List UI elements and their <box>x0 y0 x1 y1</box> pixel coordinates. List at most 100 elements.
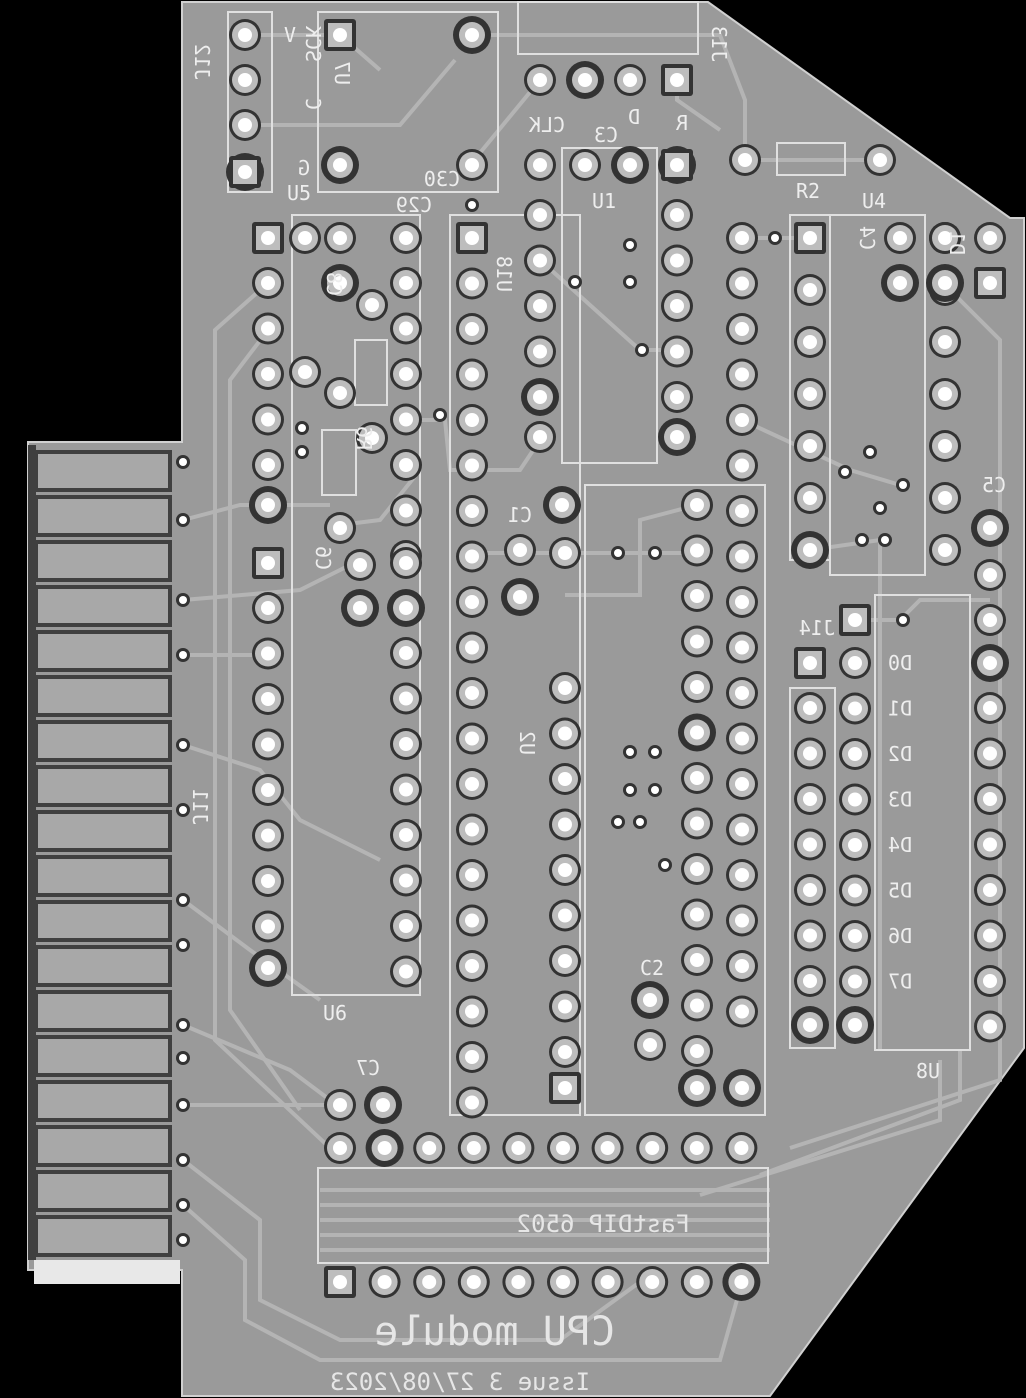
square-pad <box>252 222 284 254</box>
via <box>623 745 637 759</box>
round-pad <box>794 919 826 952</box>
round-pad <box>390 773 422 806</box>
round-pad <box>722 1263 761 1301</box>
trace <box>181 898 322 1002</box>
label-u18: U18 <box>492 256 516 292</box>
label-j13: J13 <box>707 26 731 62</box>
via <box>658 858 672 872</box>
label-c2: C2 <box>640 956 664 980</box>
edge-finger <box>34 945 172 987</box>
round-pad <box>680 1132 713 1164</box>
label-c5: C5 <box>982 473 1006 497</box>
trace <box>181 1203 744 1362</box>
round-pad <box>364 1086 402 1124</box>
round-pad <box>356 289 388 321</box>
board-issue: Issue 3 27/08/2023 <box>330 1368 590 1396</box>
resistor-r2-body <box>776 142 846 176</box>
footprint-outline <box>317 11 499 193</box>
via <box>648 783 662 797</box>
label-d1: D1 <box>945 231 969 255</box>
label-sck: SCK <box>301 26 325 62</box>
round-pad <box>390 222 422 254</box>
footprint-outline <box>354 339 388 406</box>
round-pad <box>456 358 488 391</box>
round-pad <box>390 547 422 579</box>
round-pad <box>884 222 916 254</box>
round-pad <box>501 578 539 616</box>
round-pad <box>591 1132 624 1164</box>
round-pad <box>836 1006 874 1044</box>
round-pad <box>726 904 758 937</box>
round-pad <box>524 335 556 368</box>
round-pad <box>547 1132 579 1164</box>
round-pad <box>839 783 871 816</box>
via <box>176 738 190 752</box>
round-pad <box>456 267 488 300</box>
round-pad <box>390 358 422 390</box>
round-pad <box>390 267 422 299</box>
round-pad <box>974 692 1006 724</box>
round-pad <box>252 637 284 670</box>
round-pad <box>661 381 693 413</box>
connector-strip <box>28 445 36 1260</box>
via <box>176 593 190 607</box>
label-c4: C4 <box>855 226 879 250</box>
round-pad <box>456 404 488 436</box>
round-pad <box>252 592 284 624</box>
round-pad <box>229 109 261 141</box>
round-pad <box>681 580 713 612</box>
round-pad <box>929 534 961 566</box>
round-pad <box>456 859 488 891</box>
round-pad <box>252 683 284 715</box>
label-j12: J12 <box>190 44 214 80</box>
round-pad <box>502 1132 535 1164</box>
round-pad <box>794 378 826 410</box>
footprint-outline <box>829 214 926 576</box>
trace <box>181 1158 642 1342</box>
edge-finger <box>34 1035 172 1077</box>
round-pad <box>521 378 559 416</box>
round-pad <box>726 631 758 664</box>
label-c1: C1 <box>508 503 532 527</box>
round-pad <box>794 737 826 770</box>
round-pad <box>726 859 758 891</box>
round-pad <box>971 509 1009 547</box>
round-pad <box>549 854 581 886</box>
round-pad <box>549 808 581 841</box>
label-g: G <box>298 156 310 180</box>
round-pad <box>456 449 488 482</box>
via <box>176 1233 190 1247</box>
round-pad <box>524 290 556 322</box>
round-pad <box>252 865 284 897</box>
round-pad <box>456 149 488 181</box>
round-pad <box>681 944 713 976</box>
round-pad <box>252 312 284 345</box>
square-pad <box>974 267 1006 299</box>
round-pad <box>524 244 556 277</box>
square-pad <box>324 1266 356 1298</box>
round-pad <box>661 335 693 368</box>
round-pad <box>631 981 669 1019</box>
round-pad <box>726 722 758 755</box>
round-pad <box>456 631 488 664</box>
trace <box>565 503 698 597</box>
round-pad <box>547 1266 579 1298</box>
round-pad <box>321 264 359 302</box>
via <box>838 465 852 479</box>
trace <box>759 1050 962 1177</box>
trace <box>468 78 542 167</box>
round-pad <box>974 874 1006 906</box>
via <box>873 501 887 515</box>
square-pad <box>226 153 264 191</box>
round-pad <box>974 604 1006 636</box>
via <box>465 198 479 212</box>
footprint-outline <box>517 1 699 55</box>
round-pad <box>839 920 871 952</box>
via <box>648 546 662 560</box>
round-pad <box>681 625 713 658</box>
round-pad <box>502 1266 535 1298</box>
edge-finger <box>34 765 172 807</box>
round-pad <box>252 403 284 436</box>
edge-finger <box>34 585 172 627</box>
round-pad <box>794 828 826 861</box>
